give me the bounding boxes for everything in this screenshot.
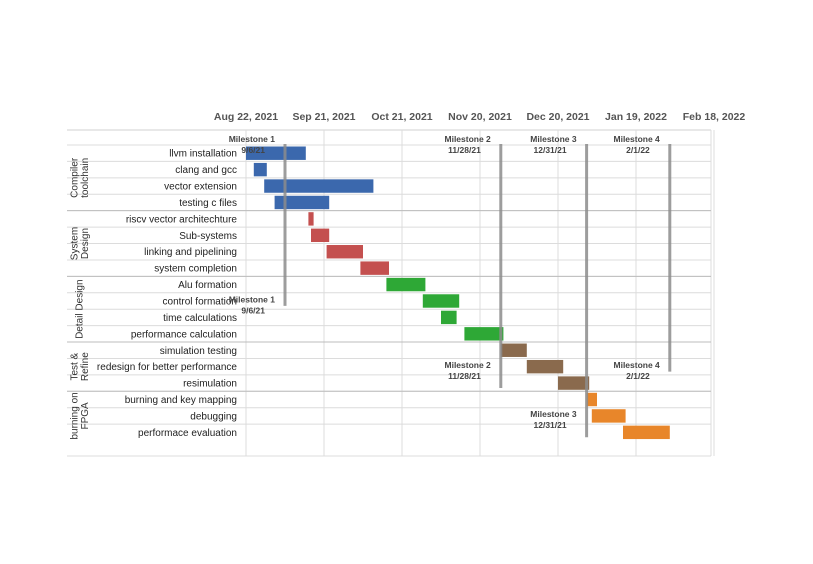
task-label: control formation [163, 296, 237, 307]
group-label-line: Compiler [69, 157, 80, 198]
task-label: performace evaluation [138, 428, 237, 439]
task-label: performance calculation [131, 329, 237, 340]
task-bar [386, 277, 426, 292]
group-label-line: FPGA [80, 402, 91, 430]
milestone-name: Milestone 1 [229, 134, 276, 144]
task-bar [586, 392, 597, 407]
group-label: SystemDesign [69, 227, 91, 260]
group-label-line: Design [80, 228, 91, 259]
milestone-date: 11/28/21 [448, 145, 481, 155]
task-bar [311, 228, 330, 243]
group-label-line: Test & [69, 352, 80, 380]
task-bar [441, 310, 457, 325]
group-label-line: burning on [69, 392, 80, 439]
milestone-date: 2/1/22 [626, 371, 650, 381]
date-tick-label: Sep 21, 2021 [292, 111, 355, 123]
milestone-date: 11/28/21 [448, 371, 481, 381]
date-axis: Aug 22, 2021 Sep 21, 2021 Oct 21, 2021 Nov … [214, 111, 745, 123]
task-label: resimulation [183, 379, 237, 390]
date-tick-label: Dec 20, 2021 [526, 111, 589, 123]
task-label: clang and gcc [175, 165, 237, 176]
task-label: debugging [190, 411, 237, 422]
date-tick-label: Jan 19, 2022 [605, 111, 667, 123]
milestone-date: 9/6/21 [241, 305, 265, 315]
task-label: redesign for better performance [97, 362, 238, 373]
milestone-name: Milestone 4 [614, 360, 661, 370]
task-bar [264, 179, 374, 193]
milestone-name: Milestone 2 [445, 360, 492, 370]
task-label: simulation testing [160, 346, 237, 357]
task-label: Sub-systems [179, 231, 237, 242]
group-label: Compilertoolchain [69, 157, 91, 198]
task-bars [246, 146, 670, 440]
task-bar [464, 327, 504, 341]
group-label: burning onFPGA [69, 392, 91, 439]
task-bar [308, 212, 314, 226]
task-bar [326, 245, 363, 259]
milestone-date: 12/31/21 [534, 145, 567, 155]
task-label: system completion [154, 264, 237, 275]
group-label: Test &Refine [69, 352, 91, 381]
milestone-name: Milestone 3 [530, 134, 577, 144]
task-label: linking and pipelining [144, 247, 237, 258]
task-label: vector extension [164, 182, 237, 193]
chart-grid [67, 129, 715, 457]
task-labels: llvm installation clang and gcc vector ext… [97, 149, 238, 439]
date-tick-label: Feb 18, 2022 [683, 111, 746, 123]
task-label: testing c files [179, 198, 237, 209]
task-bar [526, 359, 564, 374]
milestone-date: 2/1/22 [626, 145, 650, 155]
task-label: Alu formation [178, 280, 237, 291]
task-bar [500, 343, 527, 357]
group-label-line: System [69, 227, 80, 260]
date-tick-label: Oct 21, 2021 [371, 111, 432, 123]
milestone-name: Milestone 3 [530, 409, 577, 419]
task-bar [274, 195, 330, 210]
task-bar [253, 162, 267, 177]
milestone-name: Milestone 4 [614, 134, 661, 144]
task-bar [422, 294, 460, 308]
task-label: time calculations [163, 313, 237, 324]
task-bar [591, 409, 626, 423]
milestone-name: Milestone 2 [445, 134, 492, 144]
group-label: Detail Design [75, 279, 86, 338]
group-label-line: Refine [80, 352, 91, 381]
milestone-name: Milestone 1 [229, 294, 276, 304]
task-bar [246, 146, 306, 160]
task-label: burning and key mapping [125, 395, 237, 406]
milestone-date: 9/6/21 [241, 145, 265, 155]
task-bar [360, 261, 389, 275]
group-label-line: Detail Design [75, 279, 86, 338]
task-bar [623, 425, 670, 440]
date-tick-label: Nov 20, 2021 [448, 111, 512, 123]
group-label-line: toolchain [80, 158, 91, 198]
date-tick-label: Aug 22, 2021 [214, 111, 278, 123]
milestone-date: 12/31/21 [534, 420, 567, 430]
task-label: llvm installation [169, 149, 237, 160]
task-bar [558, 376, 590, 390]
task-label: riscv vector architechture [126, 214, 238, 225]
